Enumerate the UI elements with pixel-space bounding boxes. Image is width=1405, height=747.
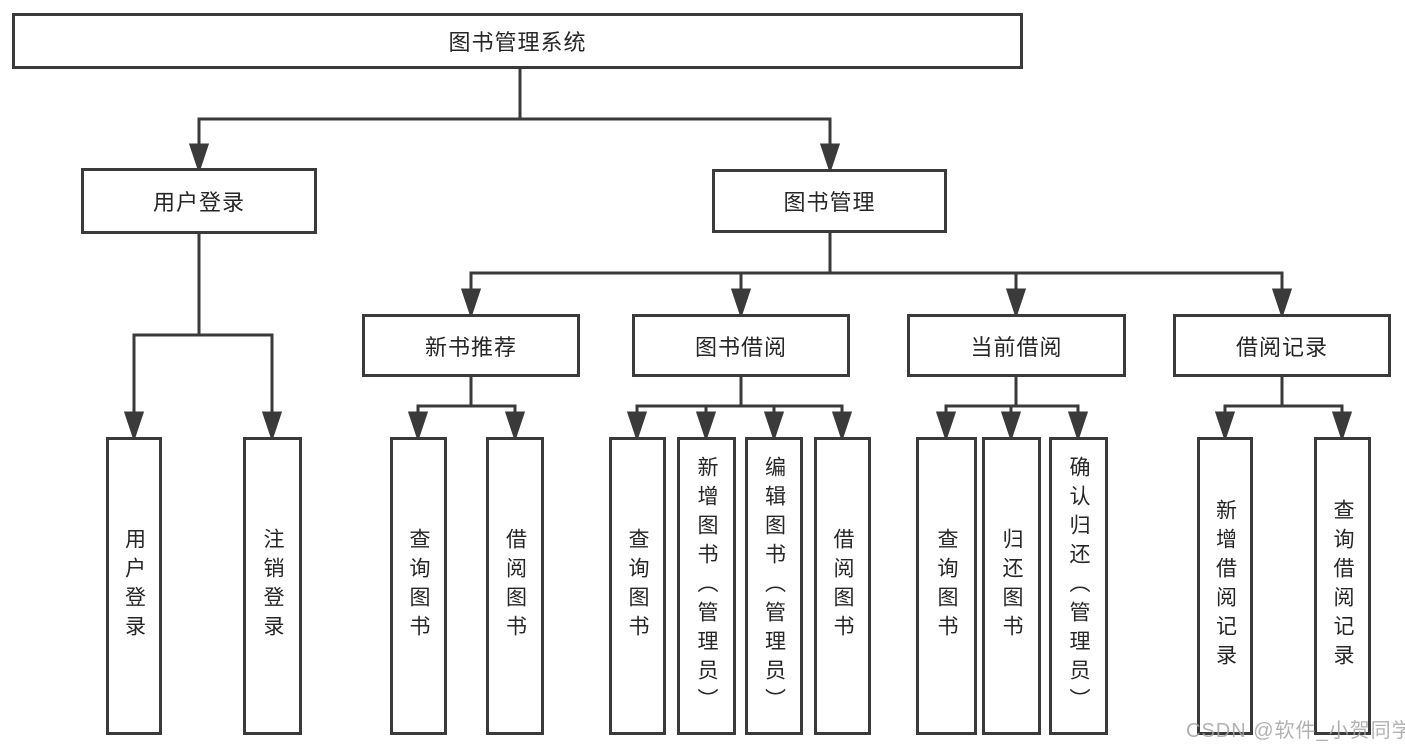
leaf-query-books-recommend-label: 查询图书 bbox=[407, 528, 430, 644]
leaf-borrow-books-recommend-label: 借阅图书 bbox=[503, 528, 527, 644]
node-borrow-records-label: 借阅记录 bbox=[1235, 334, 1328, 360]
node-root: 图书管理系统 bbox=[12, 13, 1023, 69]
node-book-borrow: 图书借阅 bbox=[632, 314, 850, 377]
leaf-query-books-borrow: 查询图书 bbox=[609, 437, 666, 735]
arrowhead bbox=[626, 411, 648, 442]
leaf-add-books-admin: 新增图书（管理员） bbox=[677, 437, 736, 735]
leaf-logout: 注销登录 bbox=[243, 437, 302, 735]
edge-current-borrow-children bbox=[935, 374, 1089, 442]
leaf-logout-label: 注销登录 bbox=[261, 528, 284, 644]
leaf-add-borrow-record: 新增借阅记录 bbox=[1197, 437, 1253, 735]
arrowhead bbox=[1005, 288, 1027, 319]
leaf-confirm-return-admin: 确认归还（管理员） bbox=[1049, 437, 1108, 735]
arrowhead bbox=[763, 411, 785, 442]
arrowhead bbox=[1214, 411, 1236, 442]
node-book-borrow-label: 图书借阅 bbox=[694, 334, 787, 360]
leaf-add-borrow-record-label: 新增借阅记录 bbox=[1213, 499, 1237, 673]
edge-book-borrow-children bbox=[626, 374, 853, 442]
arrowhead bbox=[730, 288, 752, 319]
node-user-login: 用户登录 bbox=[81, 168, 317, 234]
arrowhead bbox=[123, 411, 145, 442]
edge-book-management-children bbox=[460, 230, 1293, 319]
arrowhead bbox=[819, 143, 841, 174]
edge-borrow-records-children bbox=[1214, 374, 1353, 442]
leaf-query-books-borrow-label: 查询图书 bbox=[626, 528, 649, 644]
leaf-user-login: 用户登录 bbox=[106, 437, 162, 735]
leaf-borrow-books-label: 借阅图书 bbox=[831, 528, 854, 644]
arrowhead bbox=[407, 411, 429, 442]
node-new-book-recommend-label: 新书推荐 bbox=[424, 334, 517, 360]
edge-root-to-level2 bbox=[188, 64, 841, 174]
arrowhead bbox=[460, 288, 482, 319]
leaf-edit-books-admin: 编辑图书（管理员） bbox=[745, 437, 803, 735]
arrowhead bbox=[1331, 411, 1353, 442]
node-book-management-label: 图书管理 bbox=[783, 190, 876, 215]
arrowhead bbox=[831, 411, 853, 442]
arrowhead bbox=[261, 411, 283, 442]
leaf-query-borrow-record: 查询借阅记录 bbox=[1314, 437, 1371, 735]
csdn-watermark: CSDN @软件_小贺同学 bbox=[1186, 720, 1405, 742]
edge-user-login-children bbox=[123, 230, 283, 442]
node-book-management: 图书管理 bbox=[712, 169, 947, 233]
node-user-login-label: 用户登录 bbox=[152, 190, 245, 215]
leaf-query-books-recommend: 查询图书 bbox=[390, 437, 447, 735]
leaf-borrow-books-recommend: 借阅图书 bbox=[486, 437, 544, 735]
leaf-confirm-return-admin-label: 确认归还（管理员） bbox=[1067, 455, 1090, 717]
arrowhead bbox=[1067, 411, 1089, 442]
leaf-return-books: 归还图书 bbox=[982, 437, 1041, 735]
leaf-query-books-current-label: 查询图书 bbox=[935, 528, 958, 644]
leaf-borrow-books: 借阅图书 bbox=[814, 437, 871, 735]
node-borrow-records: 借阅记录 bbox=[1173, 314, 1391, 377]
node-root-label: 图书管理系统 bbox=[448, 30, 587, 55]
node-current-borrow: 当前借阅 bbox=[907, 314, 1126, 377]
arrowhead bbox=[695, 411, 717, 442]
leaf-add-books-admin-label: 新增图书（管理员） bbox=[695, 455, 718, 717]
arrowhead bbox=[188, 143, 210, 174]
arrowhead bbox=[935, 411, 957, 442]
leaf-return-books-label: 归还图书 bbox=[1000, 528, 1023, 644]
arrowhead bbox=[1271, 288, 1293, 319]
node-current-borrow-label: 当前借阅 bbox=[970, 334, 1063, 360]
arrowhead bbox=[504, 411, 526, 442]
leaf-query-borrow-record-label: 查询借阅记录 bbox=[1331, 499, 1354, 673]
leaf-user-login-label: 用户登录 bbox=[122, 528, 146, 644]
leaf-edit-books-admin-label: 编辑图书（管理员） bbox=[762, 455, 786, 717]
arrowhead bbox=[1000, 411, 1022, 442]
leaf-query-books-current: 查询图书 bbox=[916, 437, 977, 735]
node-new-book-recommend: 新书推荐 bbox=[362, 314, 580, 377]
edge-new-book-recommend-children bbox=[407, 374, 526, 442]
